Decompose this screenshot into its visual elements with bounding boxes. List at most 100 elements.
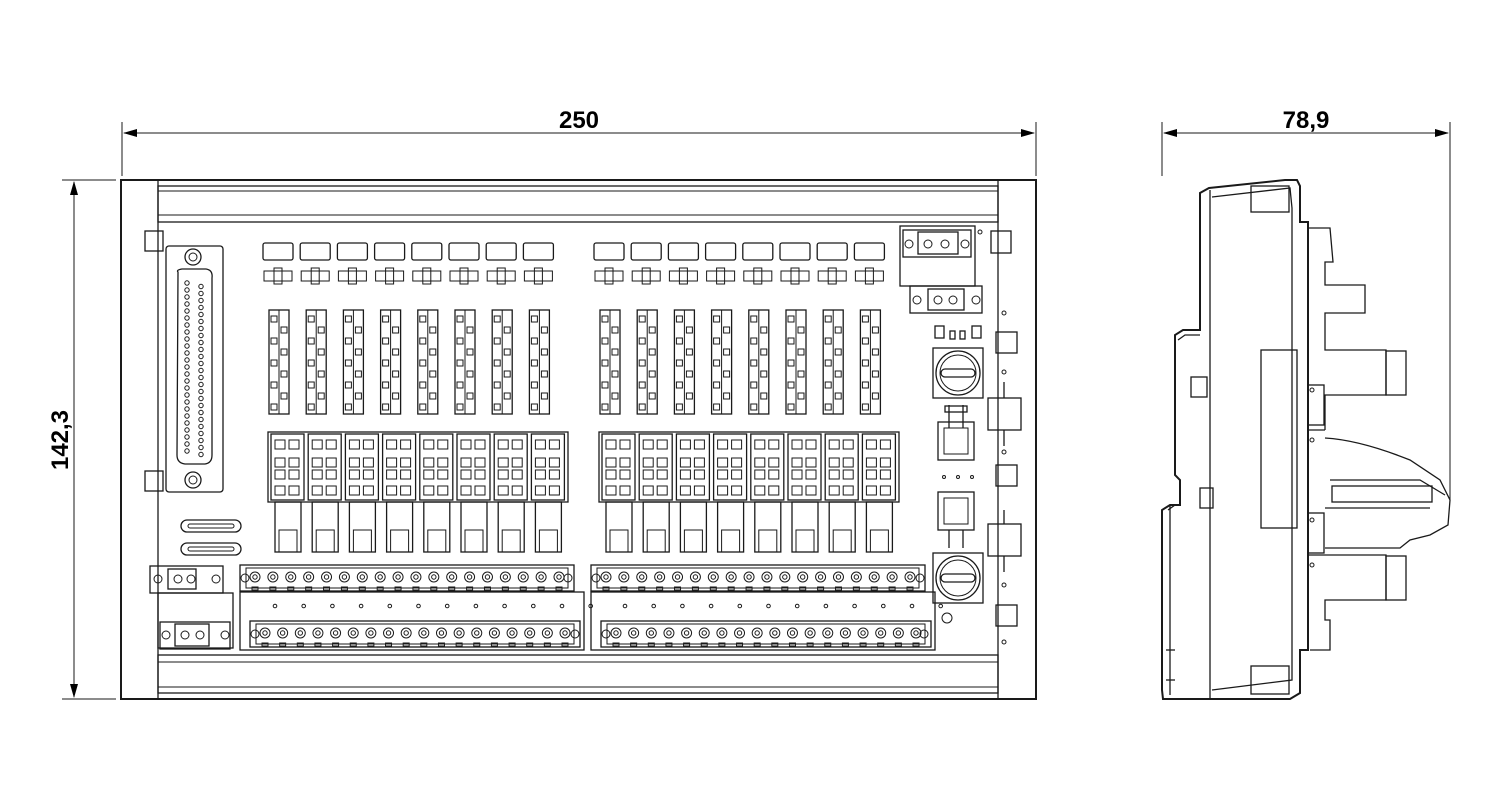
dsub-pin bbox=[198, 381, 204, 388]
dsub-pin bbox=[198, 318, 204, 325]
led-base bbox=[449, 270, 479, 282]
terminal-screw bbox=[428, 571, 440, 583]
led-indicator bbox=[742, 242, 774, 261]
led-base bbox=[412, 270, 442, 282]
terminal-strip bbox=[239, 564, 575, 592]
dsub-pin bbox=[184, 385, 190, 391]
terminal-screw bbox=[374, 571, 386, 583]
terminal-base-right bbox=[590, 591, 936, 651]
terminal-screw bbox=[875, 627, 887, 639]
terminal-screw bbox=[654, 571, 666, 583]
terminal-screw bbox=[410, 571, 422, 583]
terminal-screw bbox=[743, 571, 755, 583]
led-chip bbox=[273, 267, 283, 285]
led-indicator bbox=[336, 242, 369, 261]
terminal-screw bbox=[383, 627, 395, 639]
terminal-screw bbox=[517, 571, 529, 583]
terminal-strip bbox=[249, 620, 581, 648]
dsub-pin bbox=[198, 311, 204, 318]
terminal-screw bbox=[822, 627, 834, 639]
terminal-screw bbox=[347, 627, 359, 639]
led-indicator bbox=[667, 242, 700, 261]
dsub-pin bbox=[198, 395, 204, 402]
led-indicator bbox=[853, 242, 886, 261]
terminal-screw bbox=[312, 627, 324, 639]
terminal-screw bbox=[689, 571, 701, 583]
terminal-screw bbox=[734, 627, 746, 639]
terminal-screw bbox=[628, 627, 640, 639]
led-chip bbox=[604, 267, 614, 285]
led-indicator bbox=[593, 242, 625, 261]
relay-module bbox=[638, 433, 673, 501]
terminal-screw bbox=[285, 571, 297, 583]
led-base bbox=[523, 270, 553, 282]
terminal-screw bbox=[672, 571, 684, 583]
depth-dimension: 78,9 bbox=[1161, 107, 1451, 500]
terminal-screw bbox=[681, 627, 693, 639]
relay-module bbox=[861, 433, 897, 501]
led-indicator bbox=[299, 242, 331, 261]
right-components bbox=[932, 310, 1022, 645]
terminal-strip bbox=[600, 620, 932, 648]
terminal-screw bbox=[418, 627, 430, 639]
terminal-base-left bbox=[239, 591, 585, 651]
relay-module bbox=[601, 433, 636, 501]
dsub-pin bbox=[184, 399, 190, 405]
front-view bbox=[120, 179, 1037, 700]
led-indicator bbox=[816, 242, 848, 261]
terminal-screw bbox=[645, 627, 657, 639]
relay-module bbox=[750, 433, 785, 501]
relay-module bbox=[530, 433, 566, 501]
terminal-screw bbox=[392, 571, 404, 583]
dsub-pin bbox=[184, 427, 190, 433]
depth-label: 78,9 bbox=[1283, 107, 1330, 134]
relay-module bbox=[307, 433, 342, 501]
dsub-pin bbox=[184, 378, 190, 384]
dsub-pin bbox=[184, 301, 190, 307]
terminal-screw bbox=[249, 571, 261, 583]
led-indicator bbox=[522, 242, 555, 261]
terminal-screw bbox=[857, 627, 869, 639]
relay-module bbox=[675, 433, 711, 501]
dsub-pin bbox=[184, 294, 190, 300]
led-base bbox=[668, 270, 698, 282]
led-chip bbox=[459, 267, 469, 285]
relay-group bbox=[267, 431, 569, 503]
dsub-pin bbox=[184, 371, 190, 377]
dsub-pin bbox=[198, 437, 204, 444]
terminal-screw bbox=[716, 627, 728, 639]
led-indicator bbox=[485, 242, 517, 261]
dsub-pin bbox=[184, 441, 190, 447]
dsub-pin bbox=[184, 336, 190, 342]
dsub-pin bbox=[184, 392, 190, 398]
terminal-screw bbox=[365, 627, 377, 639]
terminal-screw bbox=[330, 627, 342, 639]
relay-module bbox=[381, 433, 417, 501]
led-base bbox=[706, 270, 736, 282]
dsub-pin bbox=[184, 413, 190, 419]
dsub-pin bbox=[184, 406, 190, 412]
dsub-pin bbox=[198, 353, 204, 360]
terminal-screw bbox=[698, 627, 710, 639]
dsub-pin bbox=[198, 430, 204, 437]
led-chip bbox=[641, 267, 651, 285]
dsub-pin bbox=[198, 297, 204, 304]
led-indicator bbox=[704, 242, 737, 261]
terminal-screw bbox=[303, 571, 315, 583]
terminal-screw bbox=[400, 627, 412, 639]
led-indicator bbox=[448, 242, 480, 261]
led-chip bbox=[496, 267, 506, 285]
terminal-screw bbox=[636, 571, 648, 583]
terminal-screw bbox=[464, 571, 476, 583]
terminal-screw bbox=[663, 627, 675, 639]
led-base bbox=[743, 270, 773, 282]
terminal-screw bbox=[804, 627, 816, 639]
terminal-screw bbox=[488, 627, 500, 639]
terminal-screw bbox=[886, 571, 898, 583]
terminal-screw bbox=[892, 627, 904, 639]
terminal-screw bbox=[321, 571, 333, 583]
terminal-screw bbox=[832, 571, 844, 583]
terminal-screw bbox=[535, 571, 547, 583]
led-chip bbox=[716, 267, 726, 285]
led-chip bbox=[678, 267, 688, 285]
